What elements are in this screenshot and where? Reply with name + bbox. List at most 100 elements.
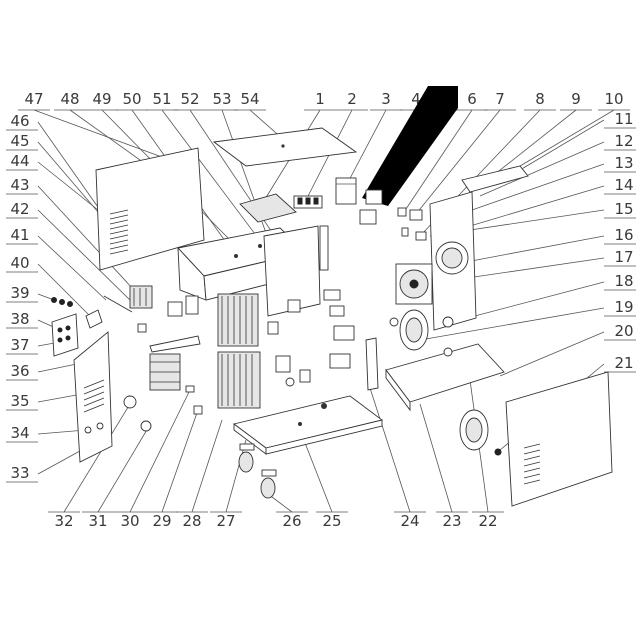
rear-wheel-upper	[399, 309, 429, 351]
leader-line	[225, 439, 247, 513]
small-clip	[401, 227, 409, 237]
part-number-16: 16	[614, 226, 633, 244]
top-handle	[461, 165, 529, 193]
terminal-block-mid	[329, 305, 345, 317]
part-number-20: 20	[614, 322, 633, 340]
leader-line	[451, 281, 605, 323]
support-rod	[103, 295, 133, 313]
part-number-12: 12	[614, 132, 633, 150]
part-number-13: 13	[614, 154, 633, 172]
highlighted-part-band	[362, 86, 458, 206]
part-number-3: 3	[381, 90, 391, 108]
cable-gland	[442, 316, 454, 328]
parts-drawing	[51, 86, 613, 507]
part-number-28: 28	[182, 512, 201, 530]
component-block-a	[267, 321, 279, 335]
perforated-plate	[239, 193, 297, 223]
caster-wheel-rear	[260, 469, 277, 499]
part-number-45: 45	[10, 132, 29, 150]
fitting-a	[185, 385, 195, 393]
small-relay	[137, 323, 147, 333]
rear-wheel-lower	[459, 409, 489, 451]
leader-line	[479, 141, 605, 197]
part-number-50: 50	[122, 90, 141, 108]
part-number-44: 44	[10, 152, 29, 170]
small-circuit-board	[293, 195, 323, 209]
leader-line	[37, 235, 107, 301]
middle-divider-plate	[263, 225, 321, 317]
leader-line	[465, 235, 605, 263]
part-number-41: 41	[10, 226, 29, 244]
mount-bracket-a	[167, 301, 183, 317]
front-panel-vents	[83, 379, 105, 413]
top-cover-plate	[212, 127, 358, 167]
part-number-49: 49	[92, 90, 111, 108]
right-side-panel	[505, 371, 613, 507]
part-number-46: 46	[10, 112, 29, 130]
leader-line	[37, 121, 101, 211]
leader-line	[519, 119, 605, 171]
part-number-51: 51	[152, 90, 171, 108]
mount-bracket-b	[185, 295, 199, 315]
part-number-2: 2	[347, 90, 357, 108]
cooling-fan	[395, 263, 433, 305]
leader-line	[469, 185, 605, 227]
leader-line	[471, 163, 605, 211]
part-number-38: 38	[10, 310, 29, 328]
part-number-22: 22	[478, 512, 497, 530]
leader-line	[37, 209, 131, 301]
part-number-31: 31	[88, 512, 107, 530]
terminal-block-lower	[333, 325, 355, 341]
leader-line	[129, 389, 191, 513]
part-number-34: 34	[10, 424, 29, 442]
part-number-40: 40	[10, 254, 29, 272]
part-number-8: 8	[535, 90, 545, 108]
left-panel-vents	[109, 209, 129, 255]
leader-line	[403, 109, 473, 213]
leader-line	[419, 403, 453, 513]
knob-c	[67, 301, 73, 307]
part-number-9: 9	[571, 90, 581, 108]
part-number-33: 33	[10, 464, 29, 482]
part-number-15: 15	[614, 200, 633, 218]
solenoid-valve	[359, 189, 383, 225]
part-number-39: 39	[10, 284, 29, 302]
part-number-7: 7	[495, 90, 505, 108]
terminal-block-upper	[323, 289, 341, 301]
part-number-35: 35	[10, 392, 29, 410]
part-number-6: 6	[467, 90, 477, 108]
terminal-block-bottom	[329, 353, 351, 369]
knob-b	[59, 299, 65, 305]
leader-line	[37, 185, 135, 291]
base-plate	[232, 395, 384, 455]
part-number-42: 42	[10, 200, 29, 218]
part-number-48: 48	[60, 90, 79, 108]
part-number-27: 27	[216, 512, 235, 530]
leader-line	[419, 307, 605, 341]
wheel-nut-a	[389, 317, 399, 327]
part-number-29: 29	[152, 512, 171, 530]
front-panel	[73, 331, 113, 463]
leader-line	[191, 419, 223, 513]
leader-line	[267, 493, 293, 513]
part-number-54: 54	[240, 90, 259, 108]
small-switch	[409, 209, 423, 221]
heat-sink-lower	[217, 351, 261, 409]
grommet	[285, 377, 295, 387]
fitting-b	[193, 405, 203, 415]
leader-line	[499, 331, 605, 377]
component-block-b	[287, 299, 301, 313]
handle-bracket	[85, 309, 103, 329]
main-transformer	[149, 353, 181, 391]
leader-line	[37, 393, 83, 403]
part-number-52: 52	[180, 90, 199, 108]
part-number-11: 11	[614, 110, 633, 128]
part-number-43: 43	[10, 176, 29, 194]
control-transformer	[335, 177, 357, 205]
leader-line	[415, 109, 501, 215]
rectifier-module	[129, 285, 153, 309]
output-socket-a	[123, 395, 137, 409]
part-number-30: 30	[120, 512, 139, 530]
